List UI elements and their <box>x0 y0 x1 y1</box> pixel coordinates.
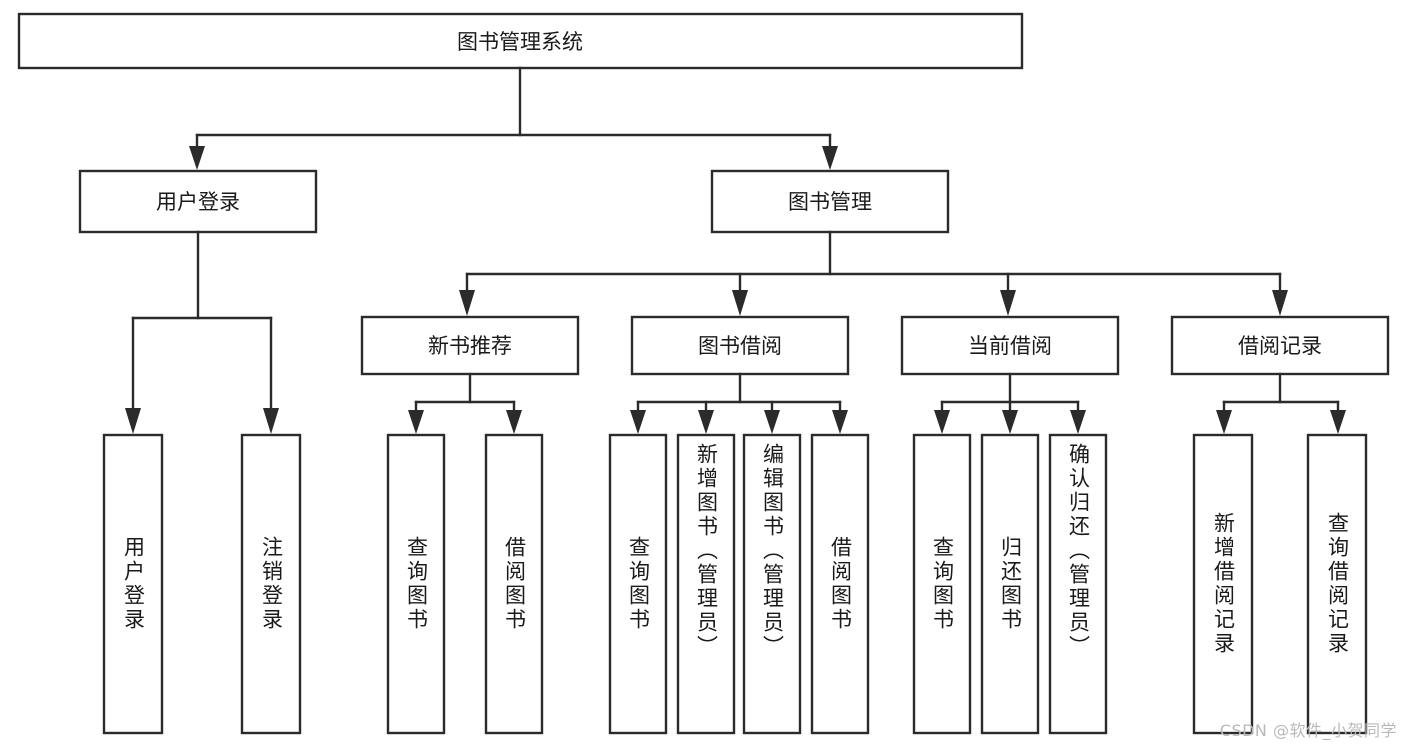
arrowhead-leaf-confirm-return <box>1070 410 1086 434</box>
node-current-borrow-box[interactable] <box>900 315 1120 376</box>
arrowhead-current-borrow <box>1000 290 1016 316</box>
arrowhead-bookmgmt <box>822 146 838 170</box>
arrowhead-leaf-return-book <box>1002 410 1018 434</box>
arrowhead-leaf-query-book-a <box>408 410 424 434</box>
leaf-box-add-record[interactable] <box>1192 433 1254 735</box>
arrowhead-leaf-borrow-book-b <box>832 410 848 434</box>
node-current-borrow-label: 当前借阅 <box>968 334 1052 358</box>
node-user-login-label: 用户登录 <box>156 190 240 214</box>
node-new-book-recommend-box[interactable] <box>360 315 580 376</box>
arrowhead-leaf-edit-book <box>764 410 780 434</box>
node-book-borrow-label: 图书借阅 <box>698 334 782 358</box>
node-borrow-record-label: 借阅记录 <box>1238 334 1322 358</box>
arrowhead-leaf-user-login <box>125 408 141 434</box>
node-book-borrow-box[interactable] <box>630 315 850 376</box>
leaf-box-return-book[interactable] <box>980 433 1040 735</box>
leaf-box-borrow-book-b[interactable] <box>810 433 870 735</box>
node-root-label: 图书管理系统 <box>457 30 583 54</box>
arrowhead-leaf-add-book <box>698 410 714 434</box>
arrowhead-new-book-recommend <box>459 290 475 316</box>
arrowhead-borrow-record <box>1272 290 1288 316</box>
arrowhead-leaf-query-record <box>1330 410 1346 434</box>
node-new-book-recommend-label: 新书推荐 <box>428 334 512 358</box>
leaf-box-query-book-b[interactable] <box>608 433 668 735</box>
arrowhead-leaf-query-book-c <box>934 410 950 434</box>
node-book-management-box[interactable] <box>710 169 950 234</box>
arrowhead-leaf-logout <box>263 408 279 434</box>
leaf-box-confirm-return[interactable] <box>1048 433 1108 735</box>
leaf-box-query-book-a[interactable] <box>386 433 446 735</box>
leaf-box-edit-book[interactable] <box>742 433 802 735</box>
arrowhead-leaf-add-record <box>1216 410 1232 434</box>
arrowhead-leaf-query-book-b <box>630 410 646 434</box>
arrowhead-userlogin <box>189 146 205 170</box>
node-root-box[interactable] <box>17 12 1024 70</box>
leaf-box-query-book-c[interactable] <box>912 433 972 735</box>
leaf-box-add-book[interactable] <box>676 433 736 735</box>
arrowhead-leaf-borrow-book-a <box>506 410 522 434</box>
arrowhead-book-borrow <box>732 290 748 316</box>
watermark-text: CSDN @软件_小贺同学 <box>1219 721 1397 740</box>
leaf-box-borrow-book-a[interactable] <box>484 433 544 735</box>
leaf-box-query-record[interactable] <box>1306 433 1368 735</box>
node-borrow-record-box[interactable] <box>1170 315 1390 376</box>
leaf-box-user-login[interactable] <box>102 433 164 735</box>
leaf-box-logout[interactable] <box>240 433 302 735</box>
node-book-management-label: 图书管理 <box>788 190 872 214</box>
